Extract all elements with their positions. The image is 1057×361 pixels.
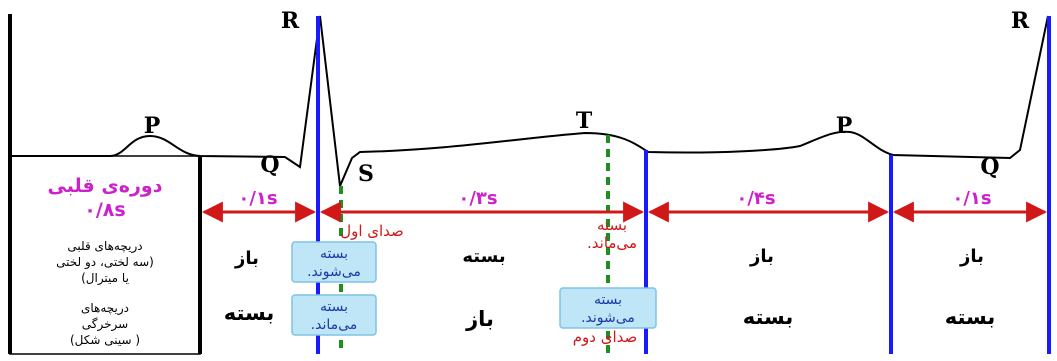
second-sound-label: صدای دوم	[573, 328, 638, 346]
wave-label-q1: Q	[260, 152, 279, 178]
av-row-segment-1: باز	[234, 248, 259, 269]
semilunar-remain-line2: می‌ماند.	[311, 317, 358, 333]
wave-label-r2: R	[1011, 8, 1030, 34]
remain-closed-label-line2: می‌ماند.	[587, 234, 637, 252]
wave-label-p1: P	[144, 113, 161, 139]
av-valves-close-line2: می‌شوند.	[307, 264, 361, 280]
semilunar-row-segment-2: باز	[465, 307, 494, 331]
semilunar-label-line1: دریچه‌های	[81, 301, 129, 316]
semilunar-close-box: بسته می‌شوند.	[559, 287, 657, 329]
av-valves-label-line2: (سه لختی، دو لختی	[56, 255, 154, 270]
semilunar-row-segment-1: بسته	[224, 301, 275, 325]
wave-label-r1: R	[281, 8, 300, 34]
wave-label-q2: Q	[980, 154, 999, 180]
av-valves-close-box: بسته می‌شوند.	[291, 241, 377, 283]
semilunar-remain-line1: بسته	[320, 299, 348, 315]
wave-label-s1: S	[358, 161, 374, 187]
av-valves-label-line3: یا میترال)	[81, 271, 129, 286]
semilunar-row-segment-3: بسته	[743, 305, 794, 329]
semilunar-remain-box: بسته می‌ماند.	[291, 294, 377, 336]
av-row-segment-2: بسته	[462, 246, 505, 267]
semilunar-remain-box-bg	[291, 294, 377, 336]
remain-closed-label-line1: بسته	[597, 216, 627, 234]
semilunar-close-box-bg	[559, 287, 657, 329]
left-panel-box	[9, 155, 201, 355]
duration-label-3: ٠/۴s	[736, 188, 775, 209]
av-row-segment-3: باز	[749, 246, 774, 267]
duration-label-4: ٠/١s	[952, 188, 991, 209]
semilunar-label-line2: سرخرگی	[82, 317, 128, 332]
wave-label-p2: P	[836, 113, 853, 139]
semilunar-close-line1: بسته	[594, 292, 622, 308]
cycle-duration: ٠/٨s	[84, 199, 125, 221]
av-valves-close-line1: بسته	[320, 246, 348, 262]
semilunar-label-line3: ( سینی شکل)	[70, 333, 140, 347]
av-row-segment-4: باز	[959, 246, 984, 267]
ecg-trace	[10, 15, 1049, 190]
wave-label-t1: T	[576, 108, 593, 134]
semilunar-row-segment-4: بسته	[945, 305, 996, 329]
first-sound-label: صدای اول	[340, 222, 404, 240]
av-valves-label-line1: دریچه‌های قلبی	[67, 239, 142, 254]
duration-label-2: ٠/٣s	[458, 188, 497, 209]
av-valves-close-box-bg	[291, 241, 377, 283]
cycle-title: دوره‌ی قلبی	[48, 175, 163, 197]
duration-label-1: ٠/١s	[238, 188, 277, 209]
semilunar-close-line2: می‌شوند.	[581, 310, 635, 326]
